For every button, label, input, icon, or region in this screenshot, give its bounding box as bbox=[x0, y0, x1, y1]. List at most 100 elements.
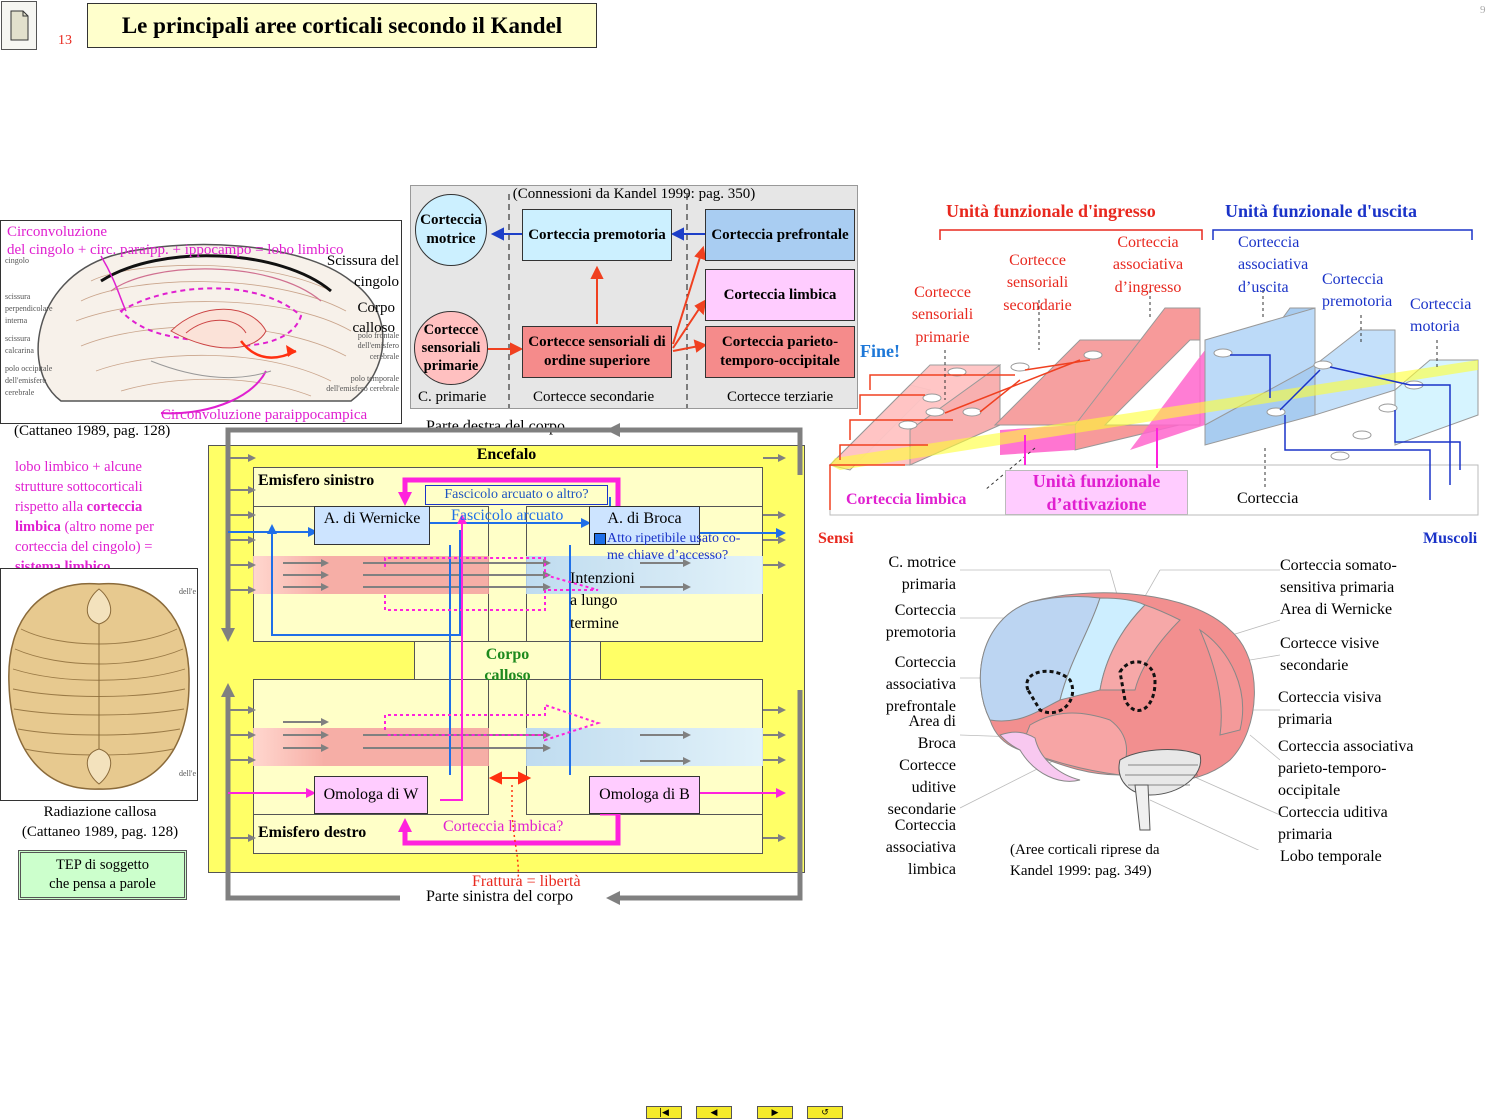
unit-label-line: Corteccia bbox=[1322, 271, 1384, 288]
col-primarie: C. primarie bbox=[418, 389, 487, 405]
tiny-label: calcarina bbox=[5, 346, 34, 355]
corpo-calloso-label: Corpo calloso bbox=[414, 645, 601, 687]
corpo-calloso-line: Corpo bbox=[485, 646, 530, 663]
label-sens-primarie: Cortecce sensoriali primarie bbox=[905, 282, 980, 349]
brain-label-visive-sec: Cortecce visive secondarie bbox=[1280, 633, 1498, 677]
label-motoria: Corteccia motoria bbox=[1410, 294, 1471, 339]
scissura-label: cingolo bbox=[354, 274, 399, 290]
limbic-caption: del cingolo + circ. paraipp. + ippocampo… bbox=[7, 242, 344, 258]
tiny-label: cingolo bbox=[5, 256, 29, 265]
limbic-text-part: (altro nome per bbox=[60, 519, 154, 535]
brain-label-line: Area di bbox=[908, 712, 956, 730]
brain-label-line: Cortecce visive bbox=[1280, 635, 1380, 653]
tiny-label: scissura bbox=[5, 292, 31, 301]
sensory-band-upper bbox=[253, 556, 489, 594]
prev-slide-button[interactable]: ◀ bbox=[696, 1106, 732, 1119]
node-prefrontale-label: Corteccia prefrontale bbox=[711, 226, 849, 243]
node-parieto: Corteccia parieto-temporo-occipitale bbox=[705, 326, 855, 378]
atto-line: me chiave d’accesso? bbox=[607, 547, 729, 563]
limbic-text-line: rispetto alla corteccia bbox=[15, 497, 205, 517]
brain-label-line: premotoria bbox=[885, 624, 956, 642]
scissura-label: Scissura del bbox=[326, 253, 399, 269]
node-motrice: Corteccia motrice bbox=[415, 194, 487, 266]
intenzioni-line: Intenzioni bbox=[570, 570, 635, 587]
omologa-w: Omologa di W bbox=[314, 776, 428, 814]
tiny-label: perpendicolare bbox=[5, 304, 53, 313]
attivazione-box: Unità funzionale d’attivazione bbox=[1005, 470, 1188, 515]
brain-label-line: Corteccia visiva bbox=[1278, 689, 1382, 707]
col-secondarie: Cortecce secondarie bbox=[533, 389, 655, 405]
next-icon: ▶ bbox=[771, 1107, 779, 1118]
unit-ingresso-title: Unità funzionale d'ingresso bbox=[946, 201, 1156, 221]
unit-label-line: Cortecce bbox=[914, 284, 971, 301]
body-left-label: Parte sinistra del corpo bbox=[426, 888, 574, 905]
page-title: Le principali aree corticali secondo il … bbox=[87, 3, 597, 48]
brain-label-line: Cortecce bbox=[899, 756, 956, 774]
brain-label-line: primaria bbox=[1278, 711, 1333, 729]
page-title-text: Le principali aree corticali secondo il … bbox=[121, 12, 563, 38]
unit-label-line: associativa bbox=[1238, 256, 1309, 274]
lateral-brain-drawing bbox=[960, 569, 1280, 850]
wernicke-label: A. di Wernicke bbox=[323, 510, 421, 527]
brain-label-somato: Corteccia somato-sensitiva primaria bbox=[1280, 555, 1498, 599]
unit-label-line: associativa bbox=[1112, 256, 1184, 274]
node-sensoriali-superiore: Cortecce sensoriali di ordine superiore bbox=[522, 326, 672, 378]
brain-label-line: primaria bbox=[901, 576, 956, 594]
slide-number: 13 bbox=[58, 33, 72, 48]
brain-label-line: secondarie bbox=[1280, 657, 1349, 675]
limbica-question: Corteccia limbica? bbox=[443, 818, 564, 835]
page-number: 9 bbox=[1480, 4, 1486, 16]
brain-label-line: Broca bbox=[917, 734, 956, 752]
limbic-system-text: lobo limbico + alcune strutture sottocor… bbox=[15, 457, 205, 577]
paraipp-label: Circonvoluzione paraippocampica bbox=[161, 407, 368, 423]
node-limbica-label: Corteccia limbica bbox=[723, 286, 837, 303]
connections-caption: (Connessioni da Kandel 1999: pag. 350) bbox=[512, 186, 756, 202]
omologa-b: Omologa di B bbox=[589, 776, 700, 814]
frattura-label: Frattura = libertà bbox=[472, 873, 581, 890]
node-premotoria-label: Corteccia premotoria bbox=[528, 226, 666, 243]
return-button[interactable]: ↺ bbox=[807, 1106, 843, 1119]
unit-label-line: motoria bbox=[1410, 318, 1460, 336]
source-cattaneo-1: (Cattaneo 1989, pag. 128) bbox=[14, 423, 171, 439]
first-slide-button[interactable]: |◀ bbox=[646, 1106, 682, 1119]
atto-text: Atto ripetibile usato co- me chiave d’ac… bbox=[607, 531, 740, 565]
next-slide-button[interactable]: ▶ bbox=[757, 1106, 793, 1119]
tep-button-label: che pensa a parole bbox=[49, 876, 156, 892]
callosal-radiation-drawing bbox=[8, 582, 190, 790]
fascicolo-label: Fascicolo arcuato bbox=[451, 507, 564, 524]
encefalo-title: Encefalo bbox=[476, 446, 537, 463]
node-sensoriali-primarie-label: Cortecce sensoriali primarie bbox=[421, 321, 481, 375]
brain-label-line: occipitale bbox=[1278, 781, 1341, 799]
intenzioni-line: a lungo bbox=[570, 592, 618, 610]
emisfero-sinistro-label: Emisfero sinistro bbox=[258, 472, 375, 489]
slide-icon[interactable] bbox=[1, 1, 37, 50]
node-limbica: Corteccia limbica bbox=[705, 269, 855, 321]
limbic-text-part: corteccia del cingolo) = bbox=[15, 539, 153, 555]
tiny-label: interna bbox=[5, 316, 28, 325]
unit-label-line: Cortecce bbox=[1009, 252, 1066, 269]
unit-label-line: sensoriali bbox=[1006, 274, 1069, 292]
omologa-b-label: Omologa di B bbox=[599, 786, 690, 803]
label-assoc-ingresso: Corteccia associativa d’ingresso bbox=[1104, 232, 1192, 299]
tep-button[interactable]: TEP di soggetto che pensa a parole bbox=[18, 850, 187, 900]
limbic-text-bold: corteccia bbox=[86, 499, 143, 515]
label-assoc-uscita: Corteccia associativa d’uscita bbox=[1238, 232, 1308, 299]
brain-label-line: associativa bbox=[885, 676, 956, 694]
atto-marker bbox=[594, 533, 606, 545]
tiny-label: dell'emisfero bbox=[5, 376, 47, 385]
tiny-label: dell'emisfero bbox=[357, 341, 399, 351]
tiny-label: cerebrale bbox=[5, 388, 35, 397]
brain-label-line: parieto-temporo- bbox=[1278, 759, 1387, 777]
brain-label-line: Corteccia associativa bbox=[1278, 737, 1414, 755]
label-muscoli: Muscoli bbox=[1423, 530, 1478, 547]
broca-label: A. di Broca bbox=[607, 510, 682, 527]
emisfero-destro-label: Emisfero destro bbox=[258, 824, 367, 841]
broca-area: A. di Broca bbox=[589, 506, 700, 545]
limbic-text-line: limbica (altro nome per bbox=[15, 517, 205, 537]
fascicolo-question-box: Fascicolo arcuato o altro? bbox=[425, 485, 608, 505]
brain-label-line: Corteccia bbox=[894, 602, 956, 620]
unit-uscita-title: Unità funzionale d'uscita bbox=[1225, 201, 1418, 221]
